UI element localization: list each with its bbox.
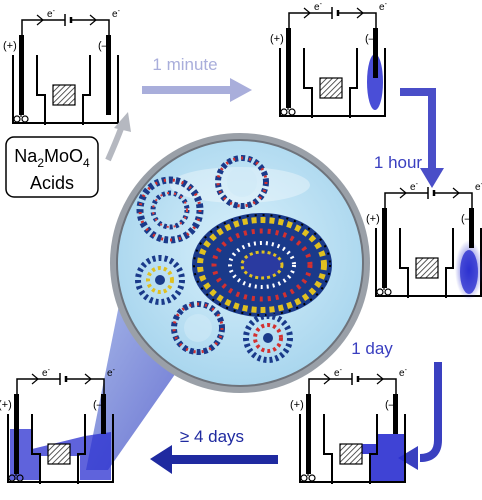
electron-label: e- [410,181,419,193]
polyoxometalate-cluster-icon [215,155,269,209]
electron-label: e- [47,8,56,20]
arrow-1-hour: 1 hour [374,88,444,188]
polyoxometalate-cluster-icon [135,255,185,305]
electron-label: e- [475,181,482,193]
time-label-3: 1 day [351,339,393,358]
arrow-reagent-to-cell [105,124,125,162]
cell-initial: e- e- (+) (–) [3,8,121,125]
reagent-formula: Na2MoO4 [14,146,90,170]
cell-1-minute: e- e- (+) (–) [270,1,388,118]
anode-label: (+) [366,213,380,225]
arrow-1-minute: 1 minute [142,55,252,102]
time-label-1: 1 minute [152,55,217,74]
polyoxometalate-cluster-icon [171,301,225,355]
polyoxometalate-cluster-icon [136,176,204,244]
anode-label: (+) [3,40,17,52]
cluster-bubble [110,133,370,393]
polyoxometalate-cluster-icon [243,313,293,363]
reagent-box: Na2MoO4 Acids [5,136,99,198]
anode-label: (+) [290,399,304,411]
cell-4-days: e- e- (+) (–) [0,367,116,484]
cell-1-hour: e- e- (+) (–) [366,181,482,300]
reagent-acids: Acids [30,173,74,193]
electron-label: e- [379,1,388,13]
anode-label: (+) [0,399,12,411]
electron-label: e- [399,367,408,379]
time-label-2: 1 hour [374,153,423,172]
anode-label: (+) [270,33,284,45]
arrow-4-days: ≥ 4 days [150,427,278,474]
electron-label: e- [112,8,121,20]
electron-label: e- [314,1,323,13]
arrow-1-day: 1 day [351,339,442,470]
cell-1-day: e- e- (+) (–) [290,367,408,484]
polyoxometalate-cluster-icon [192,213,332,317]
electron-label: e- [42,367,51,379]
electron-label: e- [334,367,343,379]
time-label-4: ≥ 4 days [180,427,244,446]
electron-label: e- [107,367,116,379]
